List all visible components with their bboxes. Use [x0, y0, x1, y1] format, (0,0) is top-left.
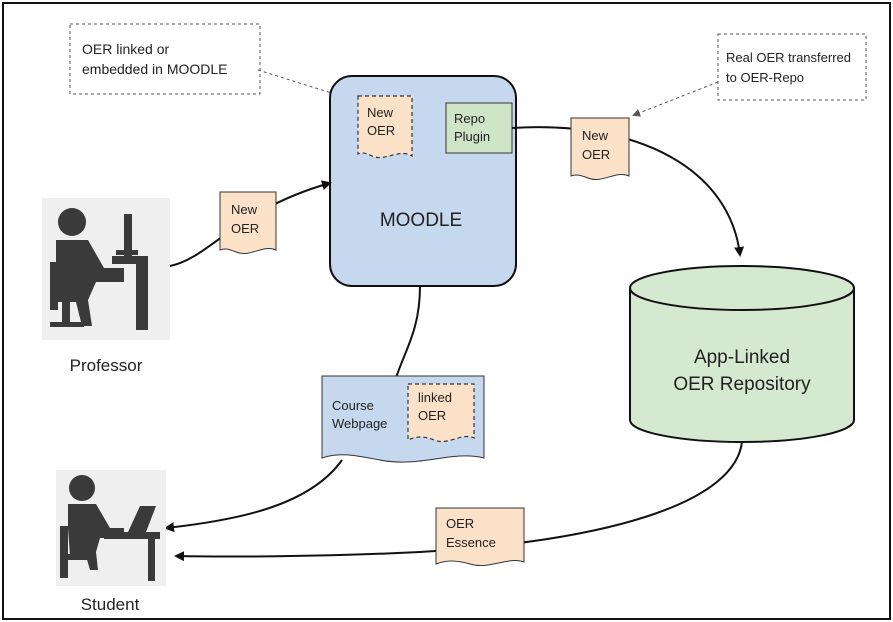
oer-essence-line1: OER	[446, 516, 474, 531]
course-webpage-line1: Course	[332, 398, 374, 413]
oer-essence-doc: OER Essence	[435, 507, 525, 566]
transfer-new-oer-line2: OER	[582, 147, 610, 162]
transfer-new-oer-line1: New	[582, 128, 609, 143]
oer-repository-cylinder: App-Linked OER Repository	[629, 265, 855, 443]
arrow-webpage-to-student	[164, 459, 343, 533]
linked-oer-line2: OER	[418, 408, 446, 423]
moodle-label: MOODLE	[380, 210, 462, 231]
repo-plugin-line1: Repo	[454, 111, 485, 126]
linked-oer-line1: linked	[418, 390, 452, 405]
note-transferred-line1: Real OER transferred	[726, 50, 851, 65]
professor-icon	[42, 198, 170, 340]
moodle-new-oer-doc: New OER	[357, 95, 413, 159]
course-webpage-line2: Webpage	[332, 416, 387, 431]
note-transferred-pointer	[632, 81, 719, 117]
note-embedded-line1: OER linked or	[82, 41, 169, 57]
moodle-new-oer-line1: New	[367, 105, 394, 120]
repo-plugin: Repo Plugin	[445, 102, 513, 154]
professor-label: Professor	[70, 356, 143, 375]
note-oer-embedded: OER linked or embedded in MOODLE	[69, 23, 261, 95]
repository-label-line1: App-Linked	[694, 347, 790, 368]
arrow-plugin-to-repository	[511, 126, 745, 257]
note-oer-transferred: Real OER transferred to OER-Repo	[717, 33, 867, 101]
student-icon	[56, 470, 166, 586]
line-moodle-to-webpage	[395, 285, 421, 379]
oer-essence-line2: Essence	[446, 535, 496, 550]
professor-new-oer-line1: New	[231, 202, 258, 217]
moodle-new-oer-line2: OER	[367, 123, 395, 138]
course-webpage-doc: Course Webpage linked OER	[321, 375, 485, 463]
repo-plugin-line2: Plugin	[454, 129, 490, 144]
note-embedded-pointer	[257, 69, 340, 98]
student-label: Student	[81, 595, 140, 614]
transfer-new-oer-doc: New OER	[570, 117, 630, 180]
note-embedded-line2: embedded in MOODLE	[82, 61, 228, 77]
linked-oer-doc	[407, 383, 475, 442]
professor-new-oer-doc: New OER	[219, 191, 277, 254]
note-transferred-line2: to OER-Repo	[726, 70, 804, 85]
repository-label-line2: OER Repository	[673, 374, 811, 395]
professor-new-oer-line2: OER	[231, 221, 259, 236]
